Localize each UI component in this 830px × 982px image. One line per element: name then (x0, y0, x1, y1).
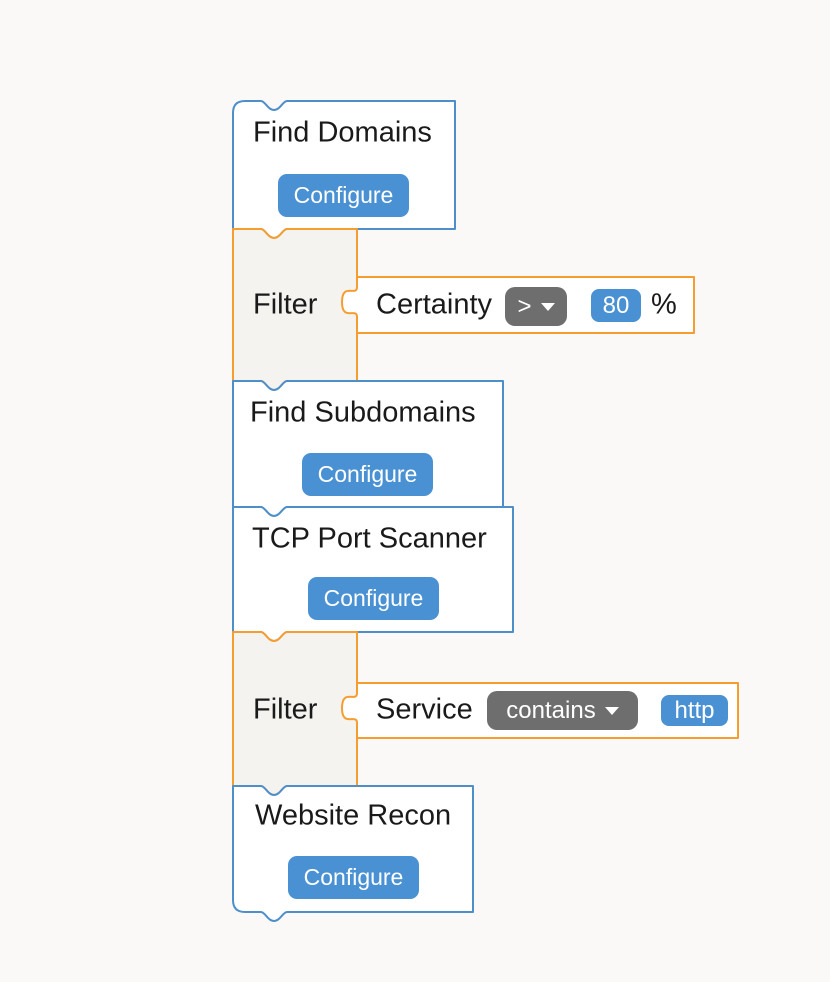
block-title-find-subdomains: Find Subdomains (250, 396, 476, 429)
operator-dropdown-service[interactable]: contains (487, 691, 638, 730)
block-title-tcp-port-scanner: TCP Port Scanner (252, 522, 487, 555)
operator-dropdown-certainty-value: > (517, 292, 532, 320)
condition-field-service: Service (376, 693, 473, 726)
configure-button-find-domains[interactable]: Configure (278, 174, 409, 217)
configure-button-tcp-port-scanner[interactable]: Configure (308, 577, 439, 620)
caret-down-icon (540, 302, 555, 311)
filter-label-service: Filter (253, 693, 318, 726)
operator-dropdown-service-value: contains (506, 696, 596, 724)
operator-dropdown-certainty[interactable]: > (505, 287, 567, 326)
value-field-certainty[interactable]: 80 (591, 289, 641, 322)
caret-down-icon (604, 706, 619, 715)
value-field-service[interactable]: http (661, 695, 728, 726)
block-title-website-recon: Website Recon (255, 799, 452, 832)
filter-label-certainty: Filter (253, 288, 318, 321)
configure-button-website-recon[interactable]: Configure (288, 856, 419, 899)
condition-field-certainty: Certainty (376, 288, 493, 321)
condition-suffix-certainty: % (651, 288, 677, 321)
block-title-find-domains: Find Domains (253, 116, 432, 149)
configure-button-find-subdomains[interactable]: Configure (302, 453, 433, 496)
